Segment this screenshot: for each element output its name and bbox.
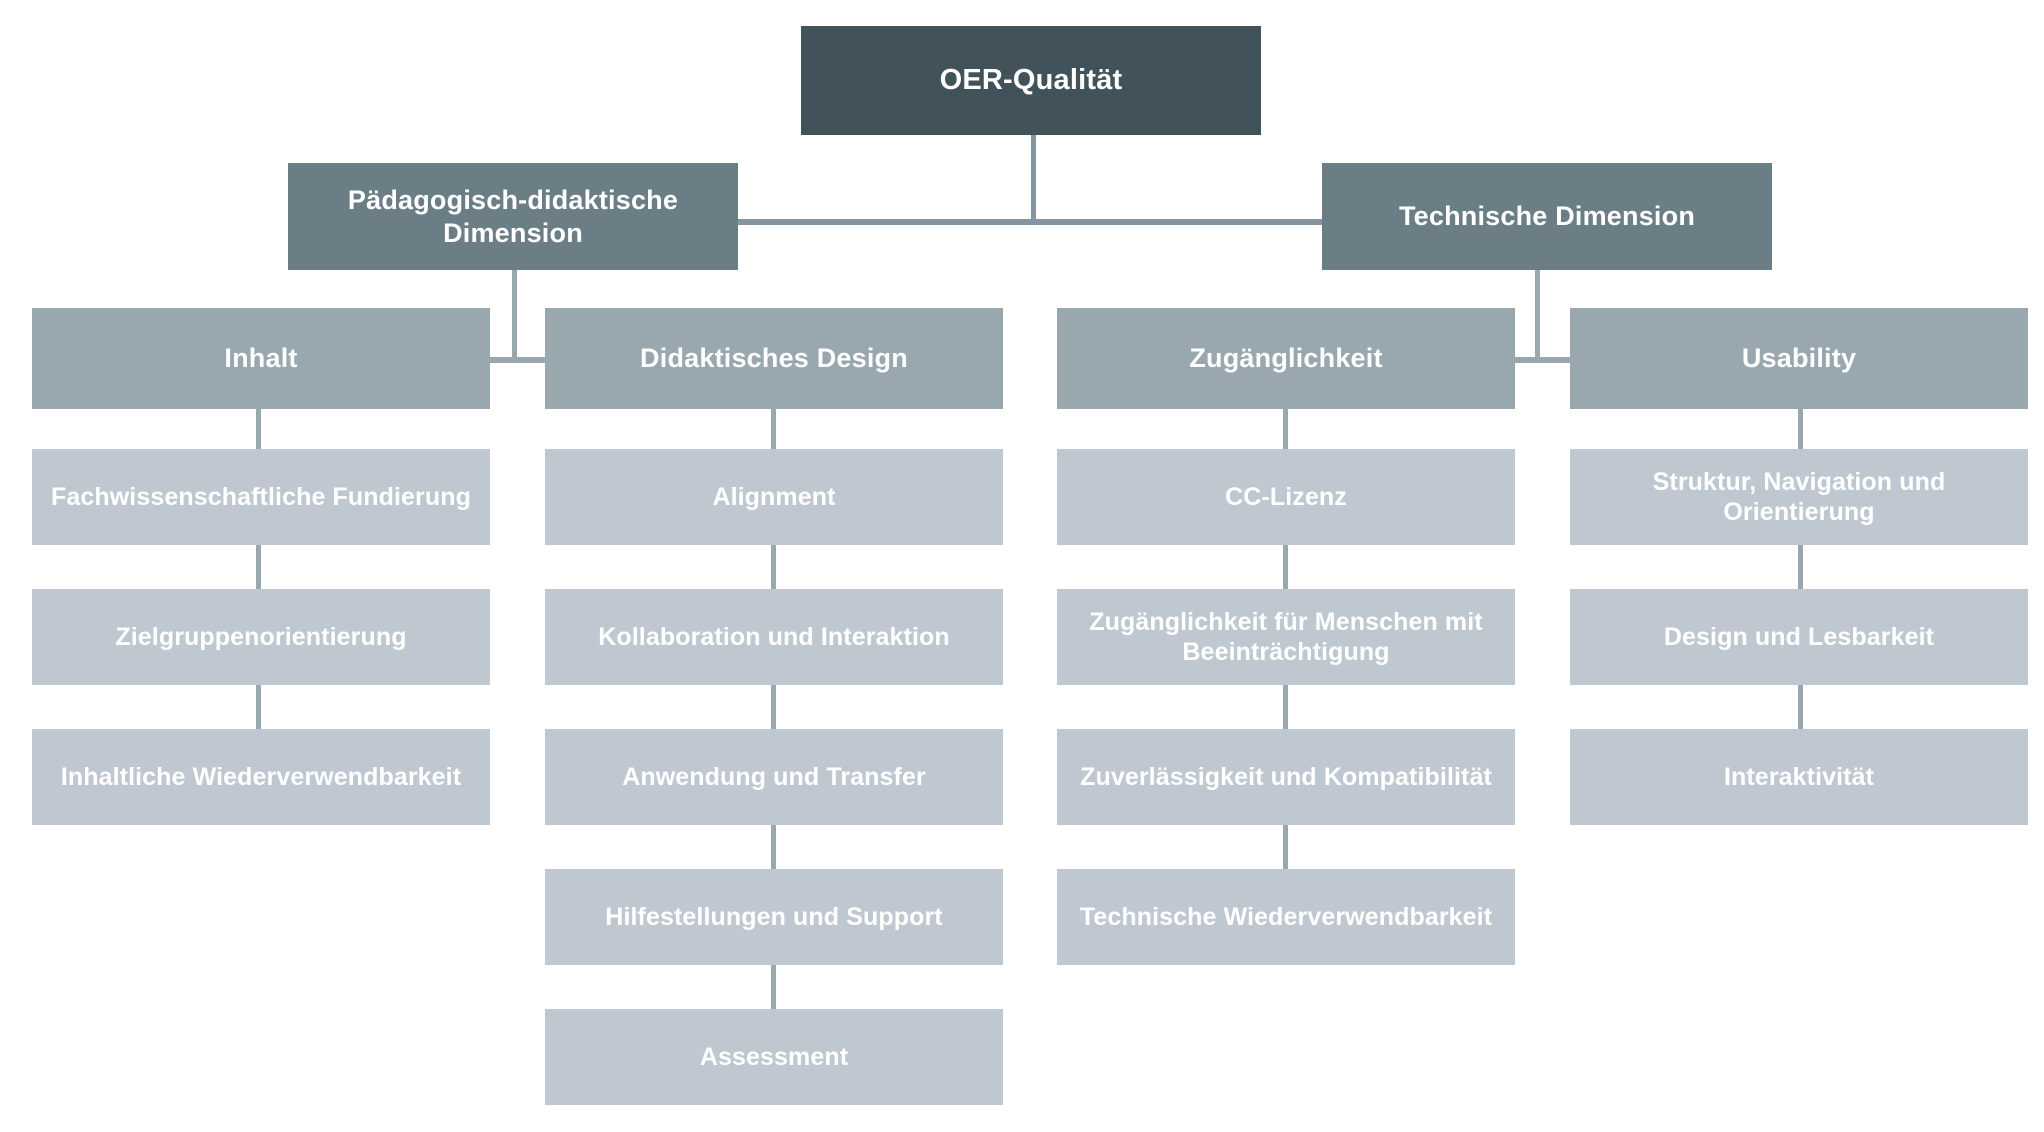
node-label: Struktur, Navigation und Orientierung [1652, 467, 1946, 527]
node-leaf-fachwissenschaftliche-fundierung[interactable]: Fachwissenschaftliche Fundierung [32, 449, 490, 545]
node-label: Zielgruppenorientierung [115, 622, 407, 651]
node-label: Interaktivität [1723, 762, 1875, 791]
node-leaf-kollaboration-und-interaktion[interactable]: Kollaboration und Interaktion [545, 589, 1003, 685]
node-label: Assessment [699, 1042, 849, 1071]
node-label: Technische Dimension [1398, 201, 1696, 232]
node-label: Hilfestellungen und Support [605, 902, 943, 931]
node-leaf-design-und-lesbarkeit[interactable]: Design und Lesbarkeit [1570, 589, 2028, 685]
node-label: OER-Qualität [939, 63, 1123, 96]
node-label: Pädagogisch-didaktische Dimension [347, 184, 679, 248]
node-leaf-interaktivitaet[interactable]: Interaktivität [1570, 729, 2028, 825]
node-root-oer-qualitaet[interactable]: OER-Qualität [801, 26, 1261, 135]
node-label: Zugänglichkeit [1189, 343, 1383, 374]
node-label: Anwendung und Transfer [622, 762, 926, 791]
node-leaf-zugaenglichkeit-fuer-menschen-mit-beeintraechtigung[interactable]: Zugänglichkeit für Menschen mit Beeinträ… [1057, 589, 1515, 685]
node-leaf-inhaltliche-wiederverwendbarkeit[interactable]: Inhaltliche Wiederverwendbarkeit [32, 729, 490, 825]
node-leaf-struktur-navigation-und-orientierung[interactable]: Struktur, Navigation und Orientierung [1570, 449, 2028, 545]
node-category-inhalt[interactable]: Inhalt [32, 308, 490, 409]
connector-root-stem [1031, 135, 1036, 223]
node-category-zugaenglichkeit[interactable]: Zugänglichkeit [1057, 308, 1515, 409]
connector-right-dimension-stem [1535, 270, 1540, 362]
node-label: Didaktisches Design [640, 343, 908, 374]
node-leaf-cc-lizenz[interactable]: CC-Lizenz [1057, 449, 1515, 545]
node-label: Inhalt [224, 343, 298, 374]
connector-left-categories-bar [489, 357, 547, 363]
connector-dimensions-bar [737, 219, 1324, 225]
connector-left-dimension-stem [512, 270, 517, 362]
node-label: Fachwissenschaftliche Fundierung [51, 482, 471, 511]
node-leaf-assessment[interactable]: Assessment [545, 1009, 1003, 1105]
node-label: Inhaltliche Wiederverwendbarkeit [60, 762, 462, 791]
node-label: Zuverlässigkeit und Kompatibilität [1080, 762, 1492, 791]
node-label: Design und Lesbarkeit [1663, 622, 1935, 651]
node-label: Alignment [712, 482, 836, 511]
node-dimension-technisch[interactable]: Technische Dimension [1322, 163, 1772, 270]
connector-right-categories-bar [1512, 357, 1570, 363]
node-leaf-alignment[interactable]: Alignment [545, 449, 1003, 545]
node-leaf-technische-wiederverwendbarkeit[interactable]: Technische Wiederverwendbarkeit [1057, 869, 1515, 965]
node-leaf-anwendung-und-transfer[interactable]: Anwendung und Transfer [545, 729, 1003, 825]
node-dimension-paedagogisch-didaktisch[interactable]: Pädagogisch-didaktische Dimension [288, 163, 738, 270]
node-label: Usability [1741, 343, 1857, 374]
node-category-didaktisches-design[interactable]: Didaktisches Design [545, 308, 1003, 409]
node-label: Technische Wiederverwendbarkeit [1079, 902, 1493, 931]
node-category-usability[interactable]: Usability [1570, 308, 2028, 409]
node-leaf-zuverlaessigkeit-und-kompatibilitaet[interactable]: Zuverlässigkeit und Kompatibilität [1057, 729, 1515, 825]
node-leaf-hilfestellungen-und-support[interactable]: Hilfestellungen und Support [545, 869, 1003, 965]
node-label: CC-Lizenz [1225, 482, 1347, 511]
node-label: Kollaboration und Interaktion [598, 622, 950, 651]
node-label: Zugänglichkeit für Menschen mit Beeinträ… [1089, 607, 1483, 667]
node-leaf-zielgruppenorientierung[interactable]: Zielgruppenorientierung [32, 589, 490, 685]
